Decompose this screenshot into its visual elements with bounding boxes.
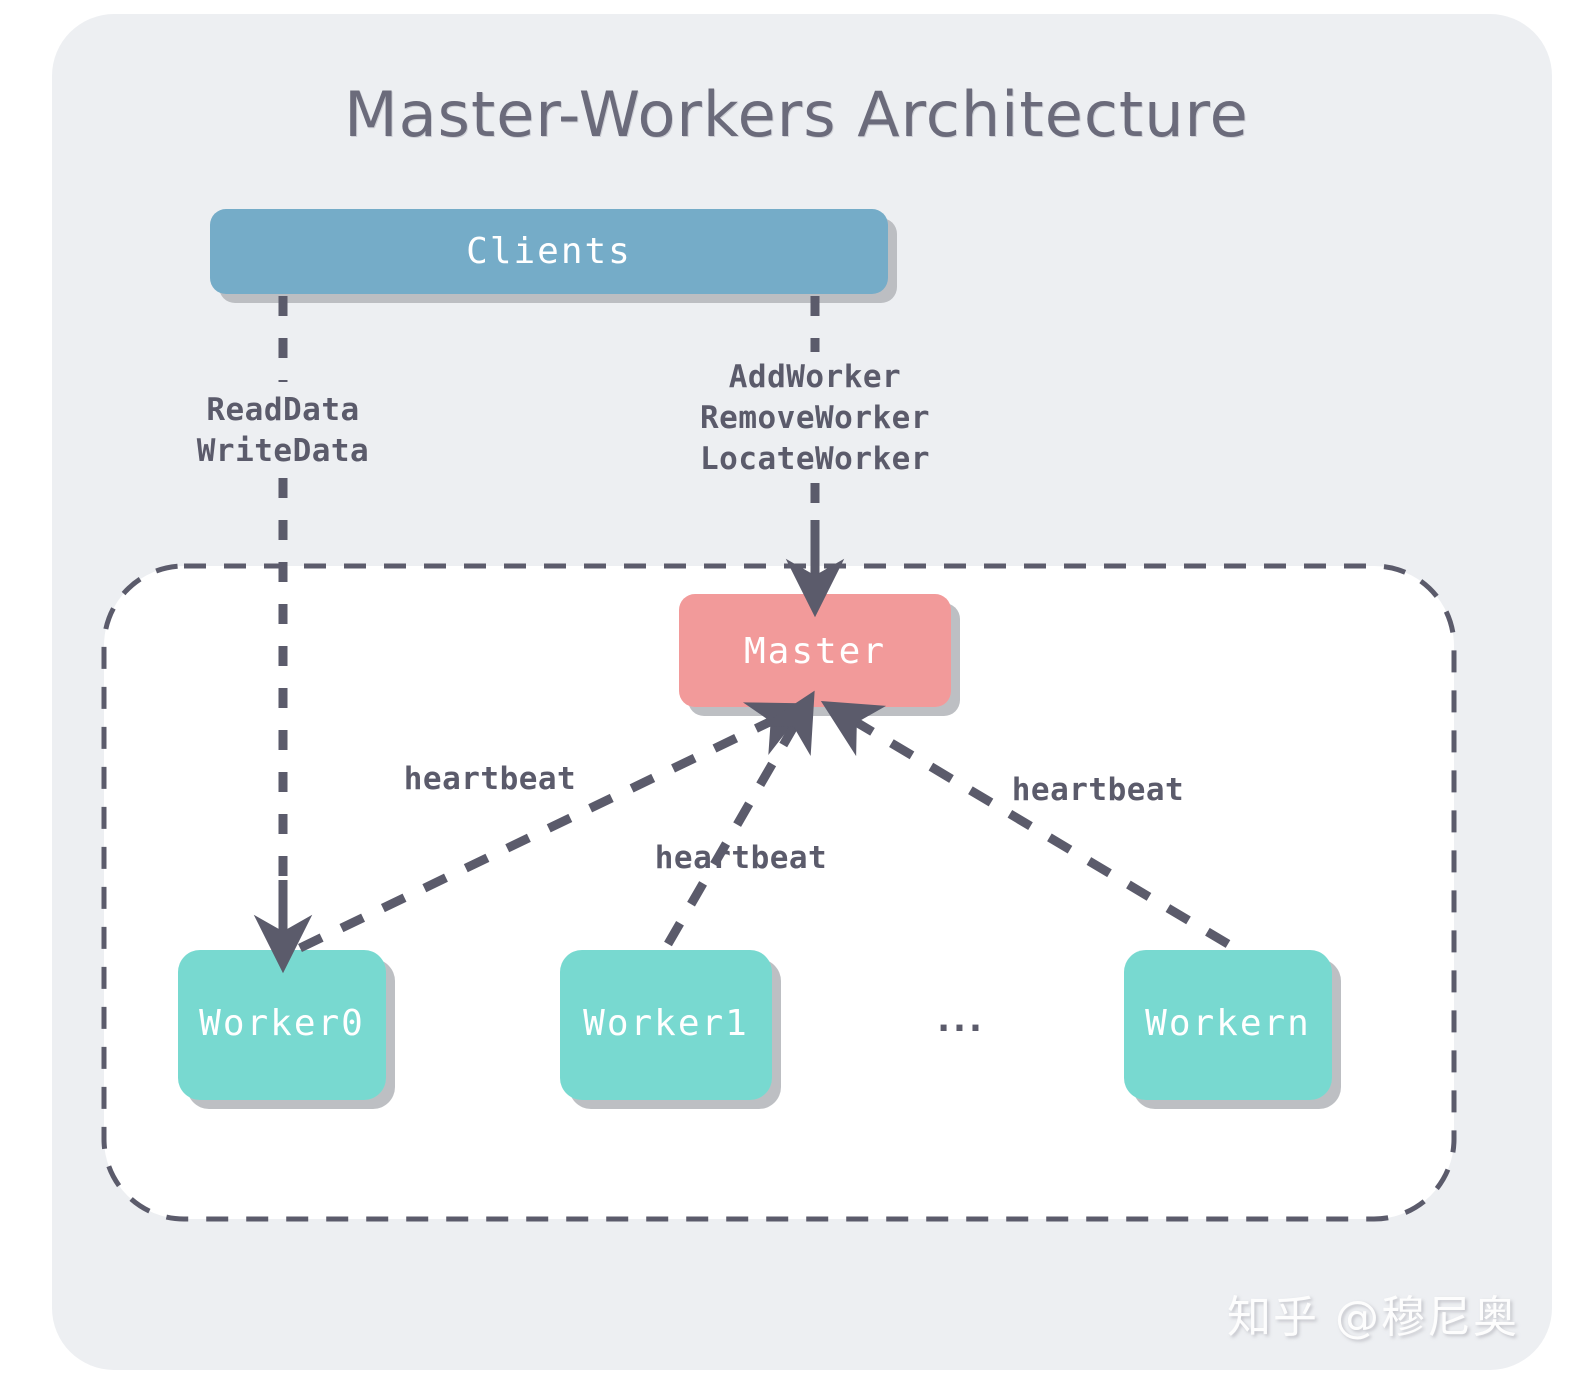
edge-label-heartbeat-middle: heartbeat xyxy=(654,840,828,876)
node-ellipsis: ... xyxy=(937,1000,985,1040)
edge-heartbeat-workern xyxy=(820,701,1231,948)
node-clients-box[interactable] xyxy=(210,209,888,294)
node-worker1-box[interactable] xyxy=(560,950,772,1100)
cluster-boundary xyxy=(101,563,1457,1222)
edge-label-heartbeat-left: heartbeat xyxy=(403,761,577,797)
edge-label-write-data: WriteData xyxy=(196,433,370,469)
watermark: 知乎 @穆尼奥 xyxy=(1227,1292,1519,1343)
edge-label-remove-worker: RemoveWorker xyxy=(700,400,930,436)
edge-label-heartbeat-right: heartbeat xyxy=(1011,772,1185,808)
node-worker0-label: Worker0 xyxy=(199,1003,365,1044)
edge-label-locate-worker: LocateWorker xyxy=(700,441,930,477)
diagram-title: Master-Workers Architecture xyxy=(344,78,1249,151)
node-master-label: Master xyxy=(743,631,887,672)
node-workern-box[interactable] xyxy=(1124,950,1332,1100)
node-master-box[interactable] xyxy=(679,594,951,707)
node-workern-label: Workern xyxy=(1145,1003,1311,1044)
node-clients-label: Clients xyxy=(466,231,632,272)
node-worker1-label: Worker1 xyxy=(583,1003,749,1044)
edge-label-add-worker: AddWorker xyxy=(728,359,902,395)
edge-label-read-data: ReadData xyxy=(206,392,360,428)
node-worker0-box[interactable] xyxy=(178,950,386,1100)
